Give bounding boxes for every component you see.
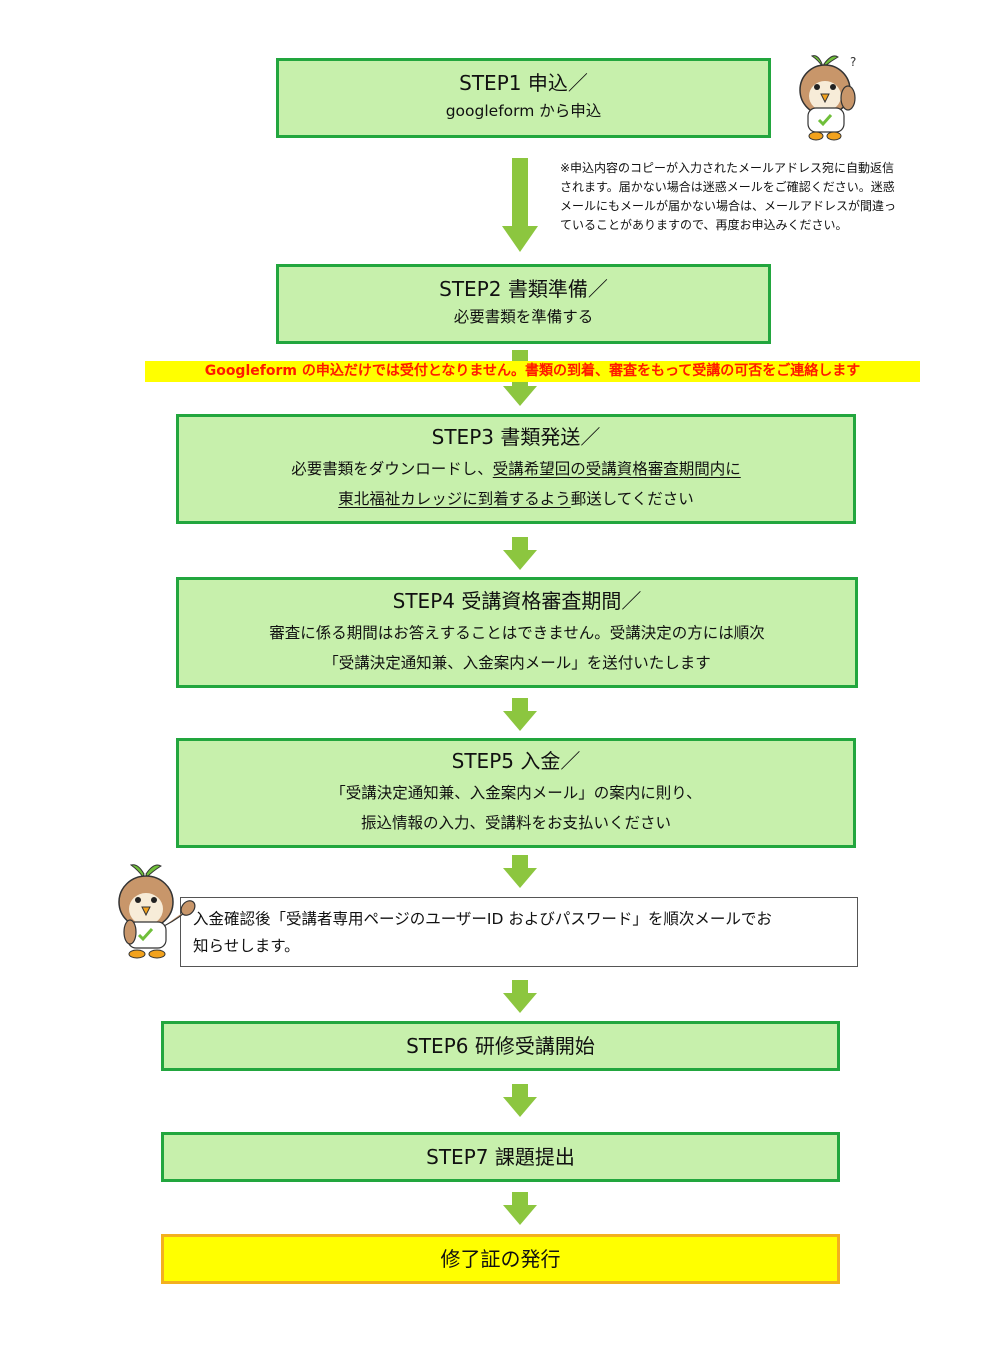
step4-text-line2: 「受講決定通知兼、入金案内メール」を送付いたします bbox=[323, 653, 711, 672]
mascot-thinking-icon: ? bbox=[799, 55, 856, 141]
step6-title: STEP6 研修受講開始 bbox=[406, 1034, 595, 1058]
step5-text-line2: 振込情報の入力、受講料をお支払いください bbox=[360, 814, 671, 832]
auto-reply-note: ※申込内容のコピーが入力されたメールアドレス宛に自動返信 されます。届かない場合… bbox=[560, 159, 940, 235]
step5-text-line1: 「受講決定通知兼、入金案内メール」の案内に則り、 bbox=[330, 784, 702, 802]
final-title: 修了証の発行 bbox=[440, 1247, 561, 1271]
step2-title: STEP2 書類準備／ bbox=[439, 277, 608, 301]
step1-box: STEP1 申込／ googleform から申込 bbox=[276, 58, 771, 138]
mascot-pointing-icon bbox=[118, 864, 196, 959]
step6-box: STEP6 研修受講開始 bbox=[161, 1021, 840, 1071]
question-mark: ? bbox=[850, 55, 856, 69]
arrow-step7-to-final bbox=[503, 1192, 537, 1225]
arrow-message-to-step6 bbox=[503, 980, 537, 1013]
arrow-step5-to-message bbox=[503, 855, 537, 888]
message-line-2: 知らせします。 bbox=[193, 937, 300, 955]
step2-text: 必要書類を準備する bbox=[453, 308, 594, 326]
warning-banner: Googleform の申込だけでは受付となりません。書類の到着、審査をもって受… bbox=[145, 361, 920, 382]
certificate-issuance-box: 修了証の発行 bbox=[161, 1234, 840, 1284]
step3-text-2a: 東北福祉カレッジに到着するよう bbox=[338, 490, 571, 508]
step1-title: STEP1 申込／ bbox=[459, 71, 588, 95]
step3-box: STEP3 書類発送／ 必要書類をダウンロードし、受講希望回の受講資格審査期間内… bbox=[176, 414, 856, 524]
payment-confirmation-message: 入金確認後「受講者専用ページのユーザーID およびパスワード」を順次メールでお … bbox=[180, 897, 858, 967]
arrow-step1-to-step2 bbox=[502, 158, 538, 252]
note-line-2: されます。届かない場合は迷惑メールをご確認ください。迷惑 bbox=[560, 180, 895, 194]
arrow-step4-to-step5 bbox=[503, 698, 537, 731]
arrow-step6-to-step7 bbox=[503, 1084, 537, 1117]
step3-text-1a: 必要書類をダウンロードし、 bbox=[291, 460, 493, 478]
step1-text: googleform から申込 bbox=[445, 102, 602, 120]
step4-title: STEP4 受講資格審査期間／ bbox=[392, 588, 642, 613]
step3-text-2b: 郵送してください bbox=[570, 490, 694, 508]
note-line-3: メールにもメールが届かない場合は、メールアドレスが間違っ bbox=[560, 199, 897, 213]
step5-box: STEP5 入金／ 「受講決定通知兼、入金案内メール」の案内に則り、 振込情報の… bbox=[176, 738, 856, 848]
arrow-step3-to-step4 bbox=[503, 537, 537, 570]
step3-title: STEP3 書類発送／ bbox=[431, 425, 601, 449]
step7-box: STEP7 課題提出 bbox=[161, 1132, 840, 1182]
step3-text-line2: 東北福祉カレッジに到着するよう郵送してください bbox=[338, 484, 694, 514]
step4-box: STEP4 受講資格審査期間／ 審査に係る期間はお答えすることはできません。受講… bbox=[176, 577, 858, 688]
step5-title: STEP5 入金／ bbox=[451, 749, 581, 773]
step4-text-line1: 審査に係る期間はお答えすることはできません。受講決定の方には順次 bbox=[269, 623, 765, 642]
step2-box: STEP2 書類準備／ 必要書類を準備する bbox=[276, 264, 771, 344]
step7-title: STEP7 課題提出 bbox=[426, 1145, 575, 1169]
step3-text-line1: 必要書類をダウンロードし、受講希望回の受講資格審査期間内に bbox=[291, 454, 741, 484]
step3-text-1b: 受講希望回の受講資格審査期間内に bbox=[492, 460, 741, 478]
note-line-4: ていることがありますので、再度お申込みください。 bbox=[560, 218, 848, 232]
note-line-1: ※申込内容のコピーが入力されたメールアドレス宛に自動返信 bbox=[560, 161, 895, 175]
message-line-1: 入金確認後「受講者専用ページのユーザーID およびパスワード」を順次メールでお bbox=[193, 910, 772, 928]
